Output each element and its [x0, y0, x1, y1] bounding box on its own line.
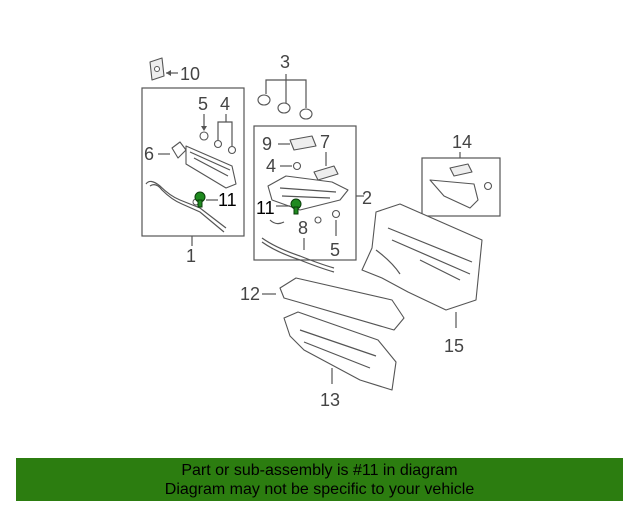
callout-5a: 5: [198, 94, 208, 114]
banner-line-1: Part or sub-assembly is #11 in diagram: [181, 462, 458, 479]
assembly-2-box: [253, 125, 357, 261]
part-9-pad: [289, 135, 317, 151]
part-1-cowl-panel: [145, 131, 237, 233]
callout-6: 6: [144, 144, 154, 164]
callout-12: 12: [240, 284, 260, 304]
callout-14: 14: [452, 132, 472, 152]
callout-8: 8: [298, 218, 308, 238]
part-7-pad: [313, 165, 339, 181]
banner-line-2: Diagram may not be specific to your vehi…: [164, 481, 475, 498]
part-15-dash-panel: [361, 203, 483, 311]
info-banner: Part or sub-assembly is #11 in diagram D…: [16, 458, 623, 501]
part-12-crossmember: [279, 277, 405, 331]
callout-13: 13: [320, 390, 340, 410]
callout-2: 2: [362, 188, 372, 208]
part-2-cowl-panel: [261, 175, 349, 273]
callout-10: 10: [180, 64, 200, 84]
callout-5b: 5: [330, 240, 340, 260]
part-14-bracket: [429, 163, 493, 209]
part-11-clip-stem-a: [197, 199, 203, 208]
callout-4a: 4: [220, 94, 230, 114]
callout-9: 9: [262, 134, 272, 154]
part-14-box: [421, 157, 501, 217]
part-13-insulator: [283, 311, 397, 391]
callout-4b: 4: [266, 156, 276, 176]
part-10-bracket: [149, 57, 178, 81]
callout-11b: 11: [256, 198, 275, 218]
assembly-1-box: [141, 87, 245, 237]
callout-11a: 11: [218, 190, 237, 210]
part-3-clips: [257, 74, 313, 120]
parts-diagram: 10 3 1 5 4 6 11 2 9 7 4: [141, 52, 501, 410]
callout-3: 3: [280, 52, 290, 72]
callout-15: 15: [444, 336, 464, 356]
part-11-clip-stem-b: [293, 206, 299, 215]
callout-1: 1: [186, 246, 196, 266]
callout-7: 7: [320, 132, 330, 152]
